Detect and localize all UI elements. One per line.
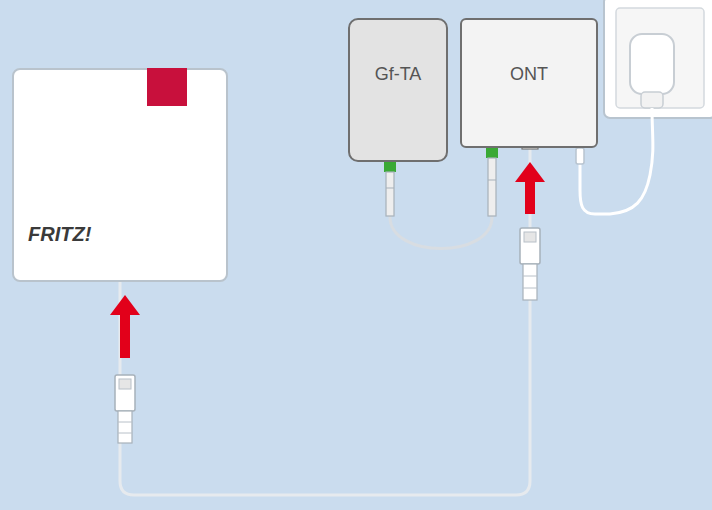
fiber-plug bbox=[384, 162, 396, 216]
device-label: ONT bbox=[510, 64, 548, 85]
router-box: FRITZ! bbox=[12, 68, 228, 282]
device-box: Gf-TA bbox=[348, 18, 448, 162]
insert-arrow bbox=[515, 162, 545, 214]
insert-arrow bbox=[110, 295, 140, 358]
fiber-cable bbox=[390, 148, 492, 249]
brand-logo: FRITZ! bbox=[28, 223, 91, 246]
red-corner-mark bbox=[147, 68, 187, 106]
rj45-plug bbox=[520, 228, 540, 300]
fiber-plug bbox=[486, 148, 498, 216]
rj45-plug bbox=[115, 375, 135, 443]
device-label: Gf-TA bbox=[375, 64, 422, 85]
device-box: ONT bbox=[460, 18, 598, 148]
power-plug bbox=[576, 148, 584, 164]
wall-socket bbox=[604, 0, 712, 118]
